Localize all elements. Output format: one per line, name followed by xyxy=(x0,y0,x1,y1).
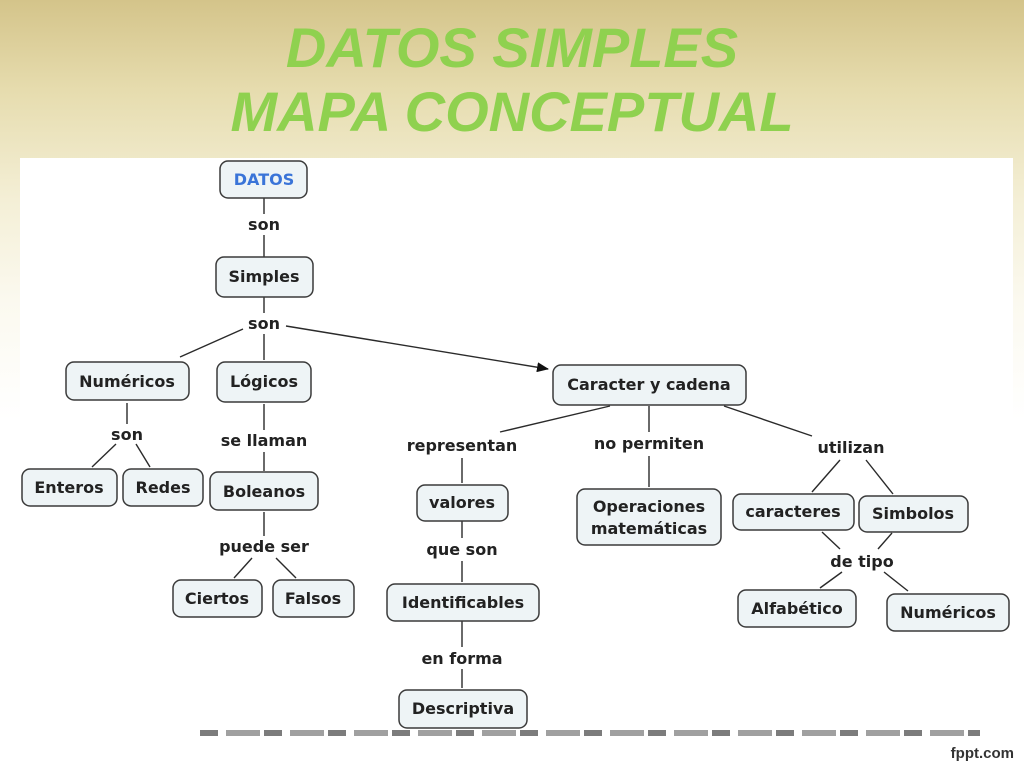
link-label-son: son xyxy=(248,215,280,234)
svg-text:Descriptiva: Descriptiva xyxy=(412,699,514,718)
edges xyxy=(91,198,909,688)
svg-text:Caracter y cadena: Caracter y cadena xyxy=(567,375,730,394)
svg-text:Ciertos: Ciertos xyxy=(185,589,249,608)
svg-text:Lógicos: Lógicos xyxy=(230,372,298,391)
svg-text:Identificables: Identificables xyxy=(402,593,524,612)
link-label-representan: representan xyxy=(407,436,518,455)
edge-caracteres-detipo xyxy=(821,531,841,550)
edge-simbolos-detipo xyxy=(877,532,893,550)
node-simbolos: Simbolos xyxy=(858,495,969,533)
node-falsos: Falsos xyxy=(272,579,355,618)
svg-text:Simbolos: Simbolos xyxy=(872,504,954,523)
node-caracteres: caracteres xyxy=(732,493,855,531)
link-label-son: son xyxy=(111,425,143,444)
title-line-2: MAPA CONCEPTUAL xyxy=(230,80,794,143)
title-line-1: DATOS SIMPLES xyxy=(285,16,739,79)
node-alfabetico: Alfabético xyxy=(737,589,857,628)
link-label-no-permiten: no permiten xyxy=(594,434,704,453)
svg-text:Falsos: Falsos xyxy=(285,589,341,608)
node-operaciones-matematicas: Operaciones matemáticas xyxy=(576,488,722,546)
link-label-en-forma: en forma xyxy=(421,649,502,668)
node-simples: Simples xyxy=(215,256,314,298)
svg-text:Numéricos: Numéricos xyxy=(900,603,996,622)
node-identificables: Identificables xyxy=(386,583,540,622)
svg-text:Alfabético: Alfabético xyxy=(751,599,843,618)
diagram-panel xyxy=(20,158,1013,730)
link-label-que-son: que son xyxy=(426,540,497,559)
node-caracter-y-cadena: Caracter y cadena xyxy=(552,364,747,406)
svg-text:Redes: Redes xyxy=(136,478,191,497)
svg-text:Boleanos: Boleanos xyxy=(223,482,305,501)
edge-puedeser-ciertos xyxy=(233,557,253,579)
node-logicos: Lógicos xyxy=(216,361,312,403)
node-boleanos: Boleanos xyxy=(209,471,319,511)
edge-son-numericos xyxy=(179,328,244,358)
node-datos: DATOS xyxy=(219,160,308,199)
svg-text:caracteres: caracteres xyxy=(745,502,840,521)
svg-text:Numéricos: Numéricos xyxy=(79,372,175,391)
node-numericos: Numéricos xyxy=(65,361,190,401)
edge-caracter-utilizan xyxy=(723,405,813,437)
edge-caracter-representan xyxy=(499,405,611,433)
link-label-puede-ser: puede ser xyxy=(219,537,309,556)
edge-puedeser-falsos xyxy=(275,557,297,579)
svg-text:Enteros: Enteros xyxy=(34,478,103,497)
link-label-se-llaman: se llaman xyxy=(221,431,308,450)
node-valores: valores xyxy=(416,484,509,522)
edge-son-enteros xyxy=(91,443,117,468)
svg-text:Operaciones: Operaciones xyxy=(593,497,705,516)
svg-text:matemáticas: matemáticas xyxy=(591,519,707,538)
link-label-utilizan: utilizan xyxy=(818,438,885,457)
footer-strip xyxy=(200,730,980,736)
link-label-de-tipo: de tipo xyxy=(830,552,893,571)
link-label-son: son xyxy=(248,314,280,333)
svg-text:valores: valores xyxy=(429,493,495,512)
link-labels: son son son se llaman puede ser represen… xyxy=(111,215,894,668)
node-numericos-2: Numéricos xyxy=(886,593,1010,632)
edge-utilizan-caracteres xyxy=(811,459,841,493)
edge-utilizan-simbolos xyxy=(865,459,894,495)
edge-detipo-numericos2 xyxy=(883,571,909,592)
svg-text:DATOS: DATOS xyxy=(234,170,294,189)
node-ciertos: Ciertos xyxy=(172,579,263,618)
node-enteros: Enteros xyxy=(21,468,118,507)
svg-text:Simples: Simples xyxy=(229,267,300,286)
node-redes: Redes xyxy=(122,468,204,507)
node-descriptiva: Descriptiva xyxy=(398,689,528,729)
edge-son-caracter xyxy=(285,325,549,373)
edge-son-redes xyxy=(135,443,151,468)
brand-label: fppt.com xyxy=(950,745,1014,762)
edge-detipo-alfabetico xyxy=(819,571,843,589)
